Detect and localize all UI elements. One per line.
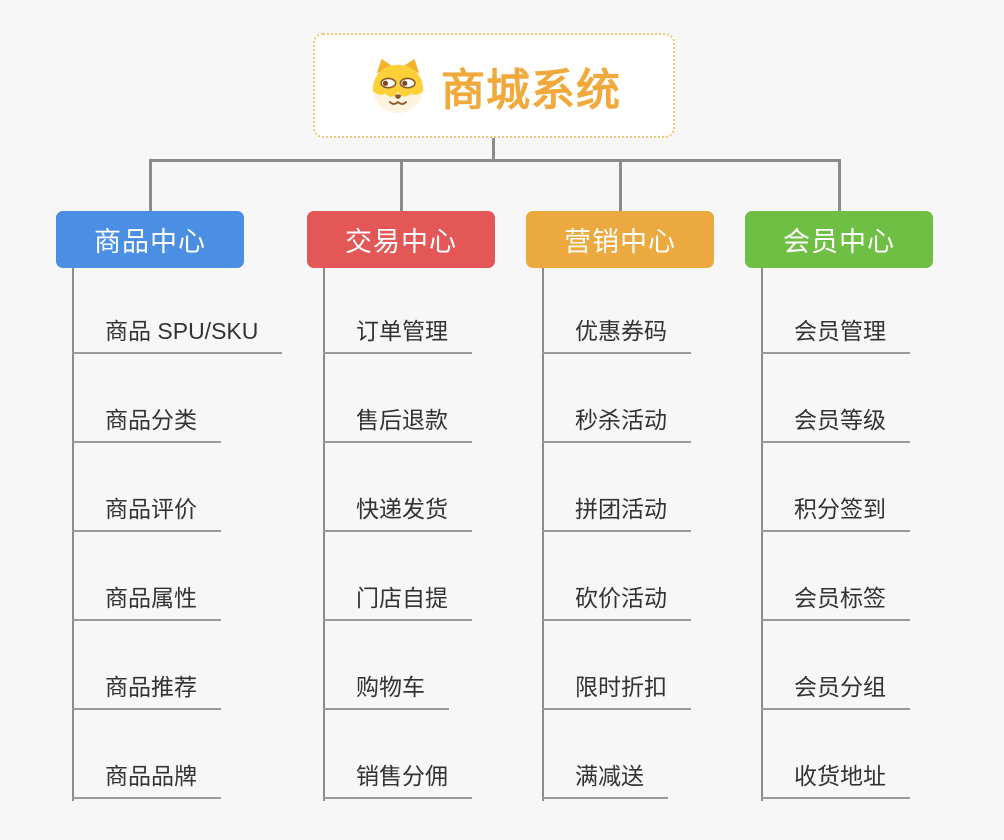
leaf-node[interactable]: 积分签到: [761, 488, 910, 532]
leaf-node[interactable]: 商品评价: [72, 488, 221, 532]
leaf-node[interactable]: 收货地址: [761, 755, 910, 799]
leaf-node[interactable]: 快递发货: [323, 488, 472, 532]
leaf-node[interactable]: 优惠券码: [542, 310, 691, 354]
leaf-node[interactable]: 拼团活动: [542, 488, 691, 532]
leaf-node[interactable]: 限时折扣: [542, 666, 691, 710]
leaf-node[interactable]: 秒杀活动: [542, 399, 691, 443]
leaf-node[interactable]: 会员等级: [761, 399, 910, 443]
branch-node-1[interactable]: 商品中心: [56, 211, 244, 268]
branch-trunk-line: [323, 268, 325, 801]
root-stem-line: [492, 138, 495, 162]
leaf-node[interactable]: 满减送: [542, 755, 668, 799]
branch-rail-line: [149, 159, 841, 162]
leaf-node[interactable]: 商品品牌: [72, 755, 221, 799]
root-node[interactable]: 商城系统: [313, 33, 675, 138]
leaf-node[interactable]: 商品 SPU/SKU: [72, 310, 283, 354]
leaf-node[interactable]: 订单管理: [323, 310, 472, 354]
branch-node-3[interactable]: 营销中心: [526, 211, 714, 268]
leaf-node[interactable]: 商品属性: [72, 577, 221, 621]
leaf-node[interactable]: 门店自提: [323, 577, 472, 621]
branch-node-2[interactable]: 交易中心: [307, 211, 495, 268]
leaf-node[interactable]: 会员分组: [761, 666, 910, 710]
leaf-node[interactable]: 会员管理: [761, 310, 910, 354]
rail-drop-line: [618, 159, 622, 212]
leaf-node[interactable]: 商品推荐: [72, 666, 221, 710]
leaf-node[interactable]: 售后退款: [323, 399, 472, 443]
branch-trunk-line: [542, 268, 544, 801]
rail-drop-line: [837, 159, 841, 212]
dog-face-icon: [367, 57, 429, 115]
rail-drop-line: [148, 159, 152, 212]
rail-drop-line: [399, 159, 403, 212]
leaf-node[interactable]: 会员标签: [761, 577, 910, 621]
leaf-node[interactable]: 购物车: [323, 666, 449, 710]
root-title: 商城系统: [441, 65, 621, 115]
branch-trunk-line: [72, 268, 74, 801]
leaf-node[interactable]: 商品分类: [72, 399, 221, 443]
branch-node-4[interactable]: 会员中心: [745, 211, 933, 268]
leaf-node[interactable]: 销售分佣: [323, 755, 472, 799]
leaf-node[interactable]: 砍价活动: [542, 577, 691, 621]
branch-trunk-line: [761, 268, 763, 801]
